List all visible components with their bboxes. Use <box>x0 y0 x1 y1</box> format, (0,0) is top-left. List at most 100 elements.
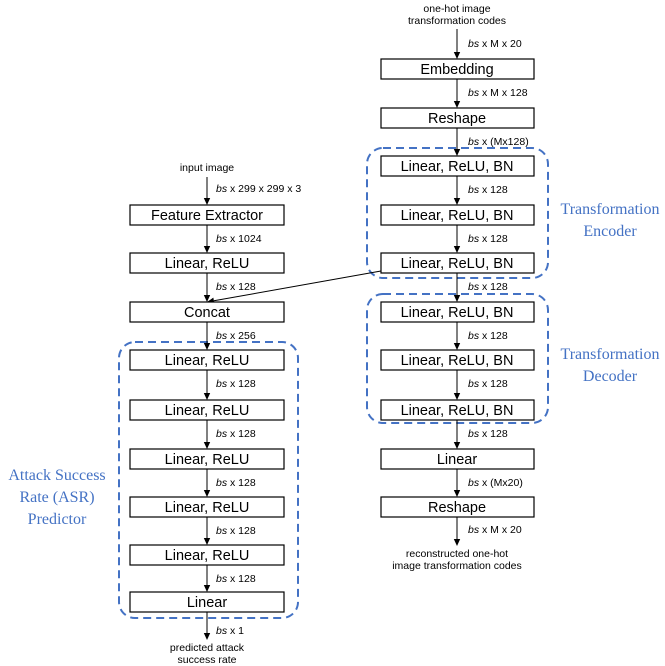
right-box-label: Linear, ReLU, BN <box>401 256 514 272</box>
batch-size-symbol: bs <box>468 477 480 489</box>
shape-dims: x 128 <box>227 525 256 537</box>
left-box-linear-relu: Linear, ReLU <box>129 496 285 518</box>
io-label: predicted attack <box>170 642 245 654</box>
shape-dims: x M x 128 <box>479 87 528 99</box>
shape-dims: x M x 20 <box>479 524 522 536</box>
batch-size-symbol: bs <box>468 184 480 196</box>
io-label: input image <box>180 162 234 174</box>
group-label: Transformation <box>561 346 660 363</box>
flow-arrow <box>203 273 211 302</box>
right-box-reshape: Reshape <box>380 107 535 129</box>
right-box-label: Reshape <box>428 500 486 516</box>
left-box-linear-relu: Linear, ReLU <box>129 544 285 566</box>
right-box-label: Reshape <box>428 111 486 127</box>
group-label: Attack Success <box>8 467 105 484</box>
group-label: Rate (ASR) <box>19 489 94 506</box>
shape-dims: x 128 <box>479 330 508 342</box>
left-box-feature-extractor: Feature Extractor <box>129 204 285 226</box>
batch-size-symbol: bs <box>468 136 480 148</box>
tensor-shape-label: bs x 128 <box>216 281 256 293</box>
flow-arrow <box>453 517 461 546</box>
left-box-label: Linear, ReLU <box>165 548 250 564</box>
flow-arrow <box>453 420 461 449</box>
shape-dims: x 1024 <box>227 233 262 245</box>
batch-size-symbol: bs <box>216 330 228 342</box>
shape-dims: x M x 20 <box>479 38 522 50</box>
batch-size-symbol: bs <box>216 625 228 637</box>
io-label: transformation codes <box>408 15 506 27</box>
left-box-label: Linear, ReLU <box>165 500 250 516</box>
shape-dims: x 128 <box>227 378 256 390</box>
batch-size-symbol: bs <box>468 330 480 342</box>
tensor-shape-label: bs x 1024 <box>216 233 262 245</box>
batch-size-symbol: bs <box>468 281 480 293</box>
shape-dims: x 256 <box>227 330 256 342</box>
tensor-shape-label: bs x 128 <box>216 525 256 537</box>
batch-size-symbol: bs <box>216 378 228 390</box>
right-box-linear-relu-bn: Linear, ReLU, BN <box>380 204 535 226</box>
left-box-label: Linear <box>187 595 227 611</box>
batch-size-symbol: bs <box>468 524 480 536</box>
left-box-label: Linear, ReLU <box>165 452 250 468</box>
right-box-linear: Linear <box>380 448 535 470</box>
tensor-shape-label: bs x 128 <box>216 378 256 390</box>
left-box-label: Concat <box>184 305 230 321</box>
shape-dims: x 128 <box>479 233 508 245</box>
flow-arrow <box>203 612 211 640</box>
flow-arrow <box>203 225 211 253</box>
flow-arrow <box>453 273 461 302</box>
left-box-label: Linear, ReLU <box>165 403 250 419</box>
batch-size-symbol: bs <box>468 87 480 99</box>
group-label: Transformation <box>561 201 660 218</box>
right-box-linear-relu-bn: Linear, ReLU, BN <box>380 301 535 323</box>
flow-arrow <box>453 176 461 205</box>
tensor-shape-label: bs x M x 128 <box>468 87 528 99</box>
tensor-shape-label: bs x 256 <box>216 330 256 342</box>
group-label: Decoder <box>583 368 638 385</box>
tensor-shape-label: bs x 128 <box>468 428 508 440</box>
right-box-linear-relu-bn: Linear, ReLU, BN <box>380 349 535 371</box>
right-box-label: Linear, ReLU, BN <box>401 159 514 175</box>
io-label: image transformation codes <box>392 560 522 572</box>
batch-size-symbol: bs <box>216 525 228 537</box>
tensor-shape-label: bs x (Mx20) <box>468 477 523 489</box>
left-box-linear-relu: Linear, ReLU <box>129 399 285 421</box>
left-box-label: Linear, ReLU <box>165 353 250 369</box>
left-box-linear-relu: Linear, ReLU <box>129 252 285 274</box>
right-box-label: Linear <box>437 452 477 468</box>
tensor-shape-label: bs x 299 x 299 x 3 <box>216 183 301 195</box>
flow-arrow <box>203 177 211 205</box>
right-box-label: Embedding <box>420 62 493 78</box>
shape-dims: x 128 <box>479 281 508 293</box>
tensor-shape-label: bs x 128 <box>468 330 508 342</box>
flow-arrow <box>203 565 211 592</box>
batch-size-symbol: bs <box>216 477 228 489</box>
shape-dims: x 128 <box>479 184 508 196</box>
batch-size-symbol: bs <box>216 281 228 293</box>
shape-dims: x 299 x 299 x 3 <box>227 183 301 195</box>
tensor-shape-label: bs x 128 <box>468 233 508 245</box>
flow-arrow <box>203 420 211 449</box>
flow-arrow <box>203 322 211 350</box>
io-label: reconstructed one-hot <box>406 548 508 560</box>
flow-arrow <box>453 469 461 497</box>
shape-dims: x 1 <box>227 625 244 637</box>
group-label: Predictor <box>28 511 87 528</box>
right-box-embedding: Embedding <box>380 58 535 80</box>
right-box-reshape: Reshape <box>380 496 535 518</box>
tensor-shape-label: bs x M x 20 <box>468 524 522 536</box>
io-label: success rate <box>178 654 237 666</box>
tensor-shape-label: bs x 128 <box>468 281 508 293</box>
right-box-label: Linear, ReLU, BN <box>401 208 514 224</box>
flow-arrow <box>453 370 461 400</box>
shape-dims: x 128 <box>479 428 508 440</box>
shape-dims: x (Mx128) <box>479 136 529 148</box>
flow-arrow <box>453 128 461 156</box>
shape-dims: x 128 <box>227 573 256 585</box>
flow-arrow <box>203 370 211 400</box>
tensor-shape-label: bs x 128 <box>216 573 256 585</box>
left-box-label: Linear, ReLU <box>165 256 250 272</box>
right-box-label: Linear, ReLU, BN <box>401 403 514 419</box>
shape-dims: x 128 <box>479 378 508 390</box>
